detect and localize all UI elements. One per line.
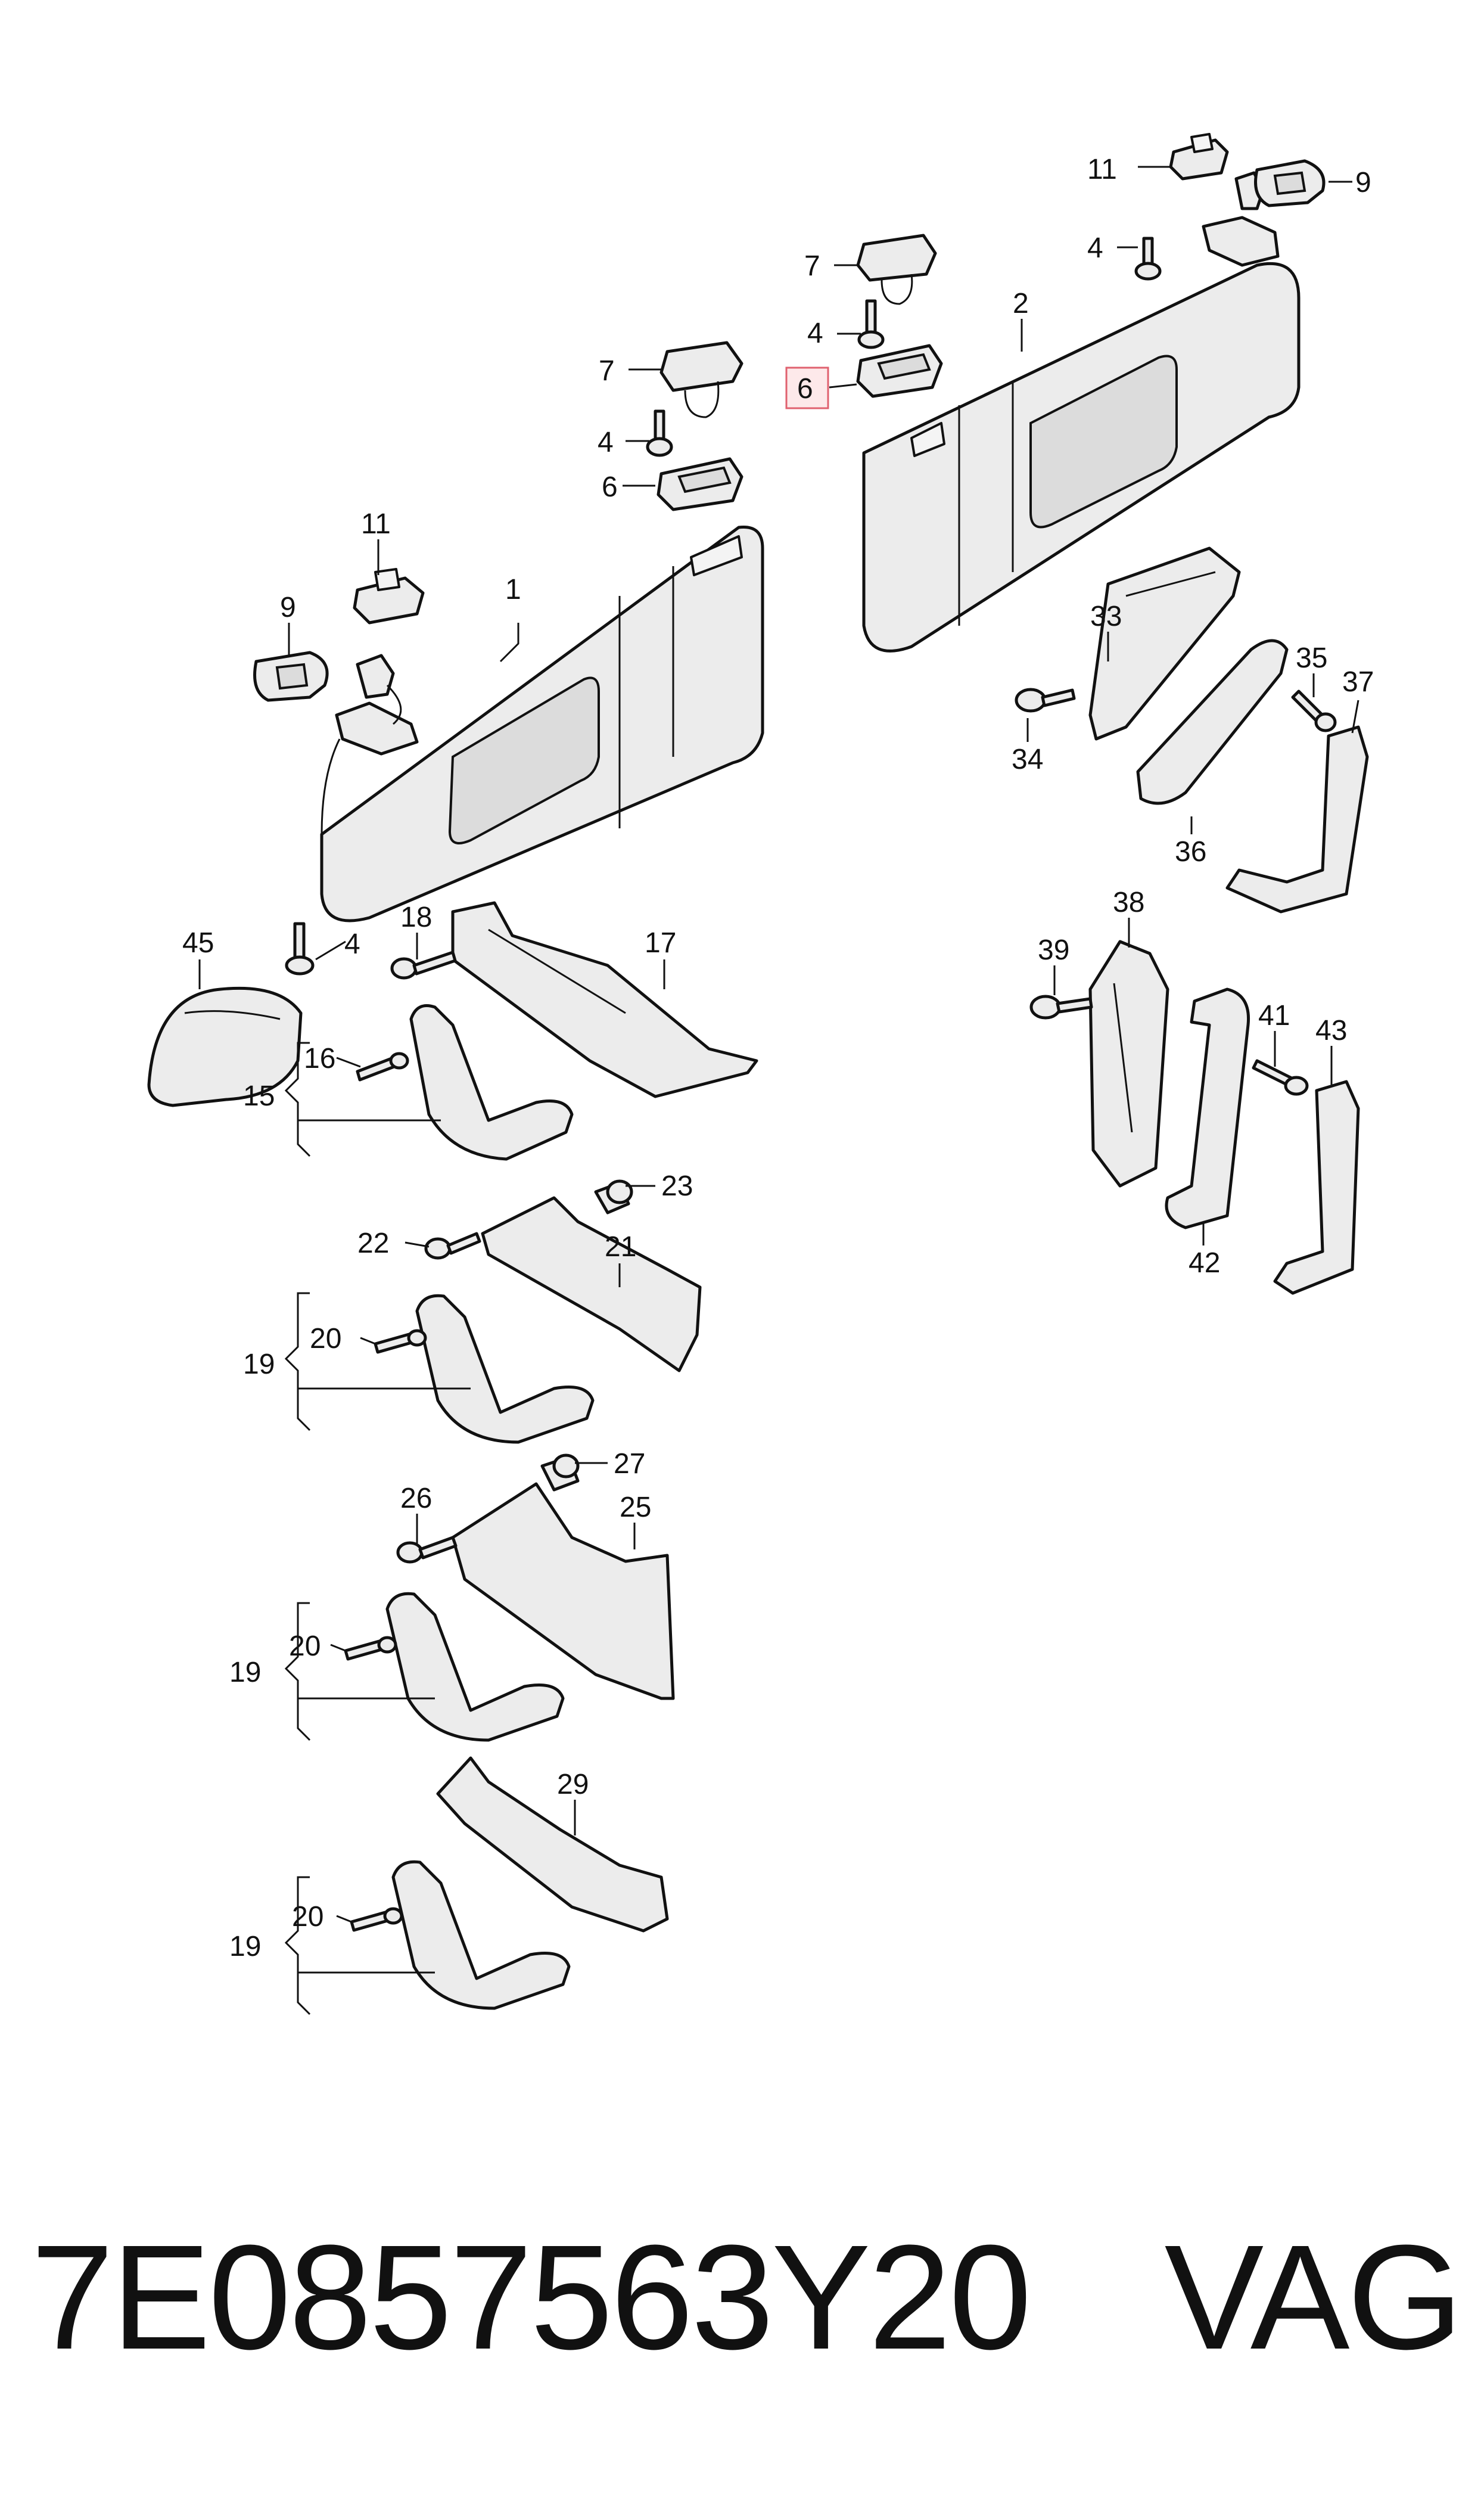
callout-19-b: 19	[229, 1657, 261, 1688]
callout-34: 34	[1012, 744, 1043, 775]
callout-19-a: 19	[243, 1349, 275, 1380]
callout-33: 33	[1090, 601, 1122, 632]
bracket-29	[436, 1756, 669, 1933]
footer: 7E0857563Y20 VAG	[31, 2214, 1463, 2380]
callout-2: 2	[1013, 288, 1029, 319]
callout-9-left: 9	[280, 592, 296, 623]
screw-4-lower-left	[285, 922, 315, 976]
callout-25: 25	[620, 1492, 651, 1523]
brace-19-a	[284, 1292, 471, 1431]
callout-15: 15	[243, 1080, 275, 1112]
screw-26	[396, 1536, 458, 1564]
part-number: 7E0857563Y20	[31, 2214, 1032, 2380]
callout-38: 38	[1113, 887, 1144, 918]
callout-23: 23	[661, 1170, 693, 1202]
brace-15	[284, 1042, 441, 1157]
callout-4-right: 4	[807, 318, 823, 349]
screw-18	[390, 951, 457, 980]
coat-hook-45	[147, 986, 303, 1107]
callout-6-right: 6	[797, 373, 813, 405]
bolt-34	[1015, 688, 1076, 713]
callout-39: 39	[1038, 934, 1069, 966]
screw-41	[1252, 1059, 1309, 1096]
callout-20-a: 20	[310, 1323, 341, 1355]
callout-20-b: 20	[289, 1630, 321, 1662]
callout-7-right: 7	[804, 250, 820, 282]
clip-27	[540, 1453, 580, 1492]
bracket-25	[451, 1482, 675, 1700]
callout-9-right: 9	[1355, 167, 1371, 198]
bezel-9-right	[1254, 159, 1326, 207]
screw-4-left	[646, 409, 673, 457]
callout-21: 21	[605, 1231, 636, 1263]
callout-16: 16	[304, 1043, 335, 1074]
callout-labels: 1 2 4 4 4 4 6 6 7 7 9 9 11 11 15 16 17 1…	[182, 154, 1374, 1962]
callout-20-c: 20	[292, 1901, 323, 1933]
bracket-38	[1088, 940, 1169, 1188]
bezel-9-left	[253, 651, 329, 702]
callout-29: 29	[557, 1769, 589, 1800]
callout-7-left: 7	[599, 355, 615, 387]
callout-42: 42	[1189, 1247, 1220, 1279]
highlight-box-6	[785, 366, 829, 409]
brace-19-c	[284, 1876, 435, 2015]
trim-43	[1273, 1080, 1360, 1295]
callout-22: 22	[357, 1228, 389, 1259]
callout-43: 43	[1315, 1015, 1347, 1046]
callout-18: 18	[400, 902, 432, 933]
grab-handle-19-b	[385, 1592, 565, 1742]
brand-label: VAG	[1164, 2214, 1463, 2380]
clip-23	[594, 1179, 633, 1215]
grab-handle-19-a	[415, 1294, 595, 1444]
grab-handle-36	[1136, 639, 1289, 805]
sun-visor-right	[862, 262, 1301, 653]
callout-37: 37	[1342, 666, 1374, 698]
leader-lines	[198, 166, 1359, 1923]
trim-37	[1225, 725, 1369, 914]
callout-4-left: 4	[598, 427, 614, 458]
callout-11-left: 11	[361, 508, 391, 540]
callout-17: 17	[645, 927, 676, 959]
grab-handle-15	[409, 1004, 574, 1161]
tray-6-right	[856, 344, 943, 398]
bracket-21	[481, 1196, 702, 1372]
grab-handle-42	[1165, 987, 1250, 1229]
clip-7-right	[856, 234, 937, 305]
screw-20-a	[374, 1329, 427, 1354]
screw-22	[424, 1232, 481, 1260]
sun-visor-left	[320, 525, 764, 923]
callout-35: 35	[1296, 642, 1327, 674]
bracket-33	[1088, 546, 1241, 741]
grab-handle-19-c	[391, 1860, 571, 2010]
brace-19-b	[284, 1602, 435, 1741]
callout-45: 45	[182, 927, 214, 959]
bracket-17	[451, 901, 758, 1098]
callout-19-c: 19	[229, 1931, 261, 1962]
screw-16	[356, 1052, 409, 1082]
screw-4-right	[857, 299, 885, 349]
callout-4-upper-right: 4	[1087, 232, 1103, 264]
callout-6-left: 6	[602, 471, 618, 503]
clip-11-right	[1169, 133, 1229, 181]
clip-7-left	[659, 341, 743, 418]
callout-26: 26	[400, 1483, 432, 1514]
visor-hinge-left	[321, 654, 419, 835]
callout-27: 27	[614, 1448, 645, 1480]
screw-4-upper-right	[1134, 237, 1162, 281]
callout-4-lower-left: 4	[344, 928, 360, 960]
tray-6-left	[657, 457, 743, 511]
callout-11-right: 11	[1087, 154, 1117, 185]
callout-1: 1	[505, 574, 521, 605]
screw-20-b	[344, 1636, 397, 1661]
callout-41: 41	[1258, 1000, 1290, 1032]
clip-11-left	[353, 568, 425, 625]
screw-20-c	[350, 1907, 403, 1932]
callout-36: 36	[1175, 836, 1206, 868]
screw-35	[1291, 689, 1337, 732]
bolt-39	[1029, 995, 1093, 1020]
